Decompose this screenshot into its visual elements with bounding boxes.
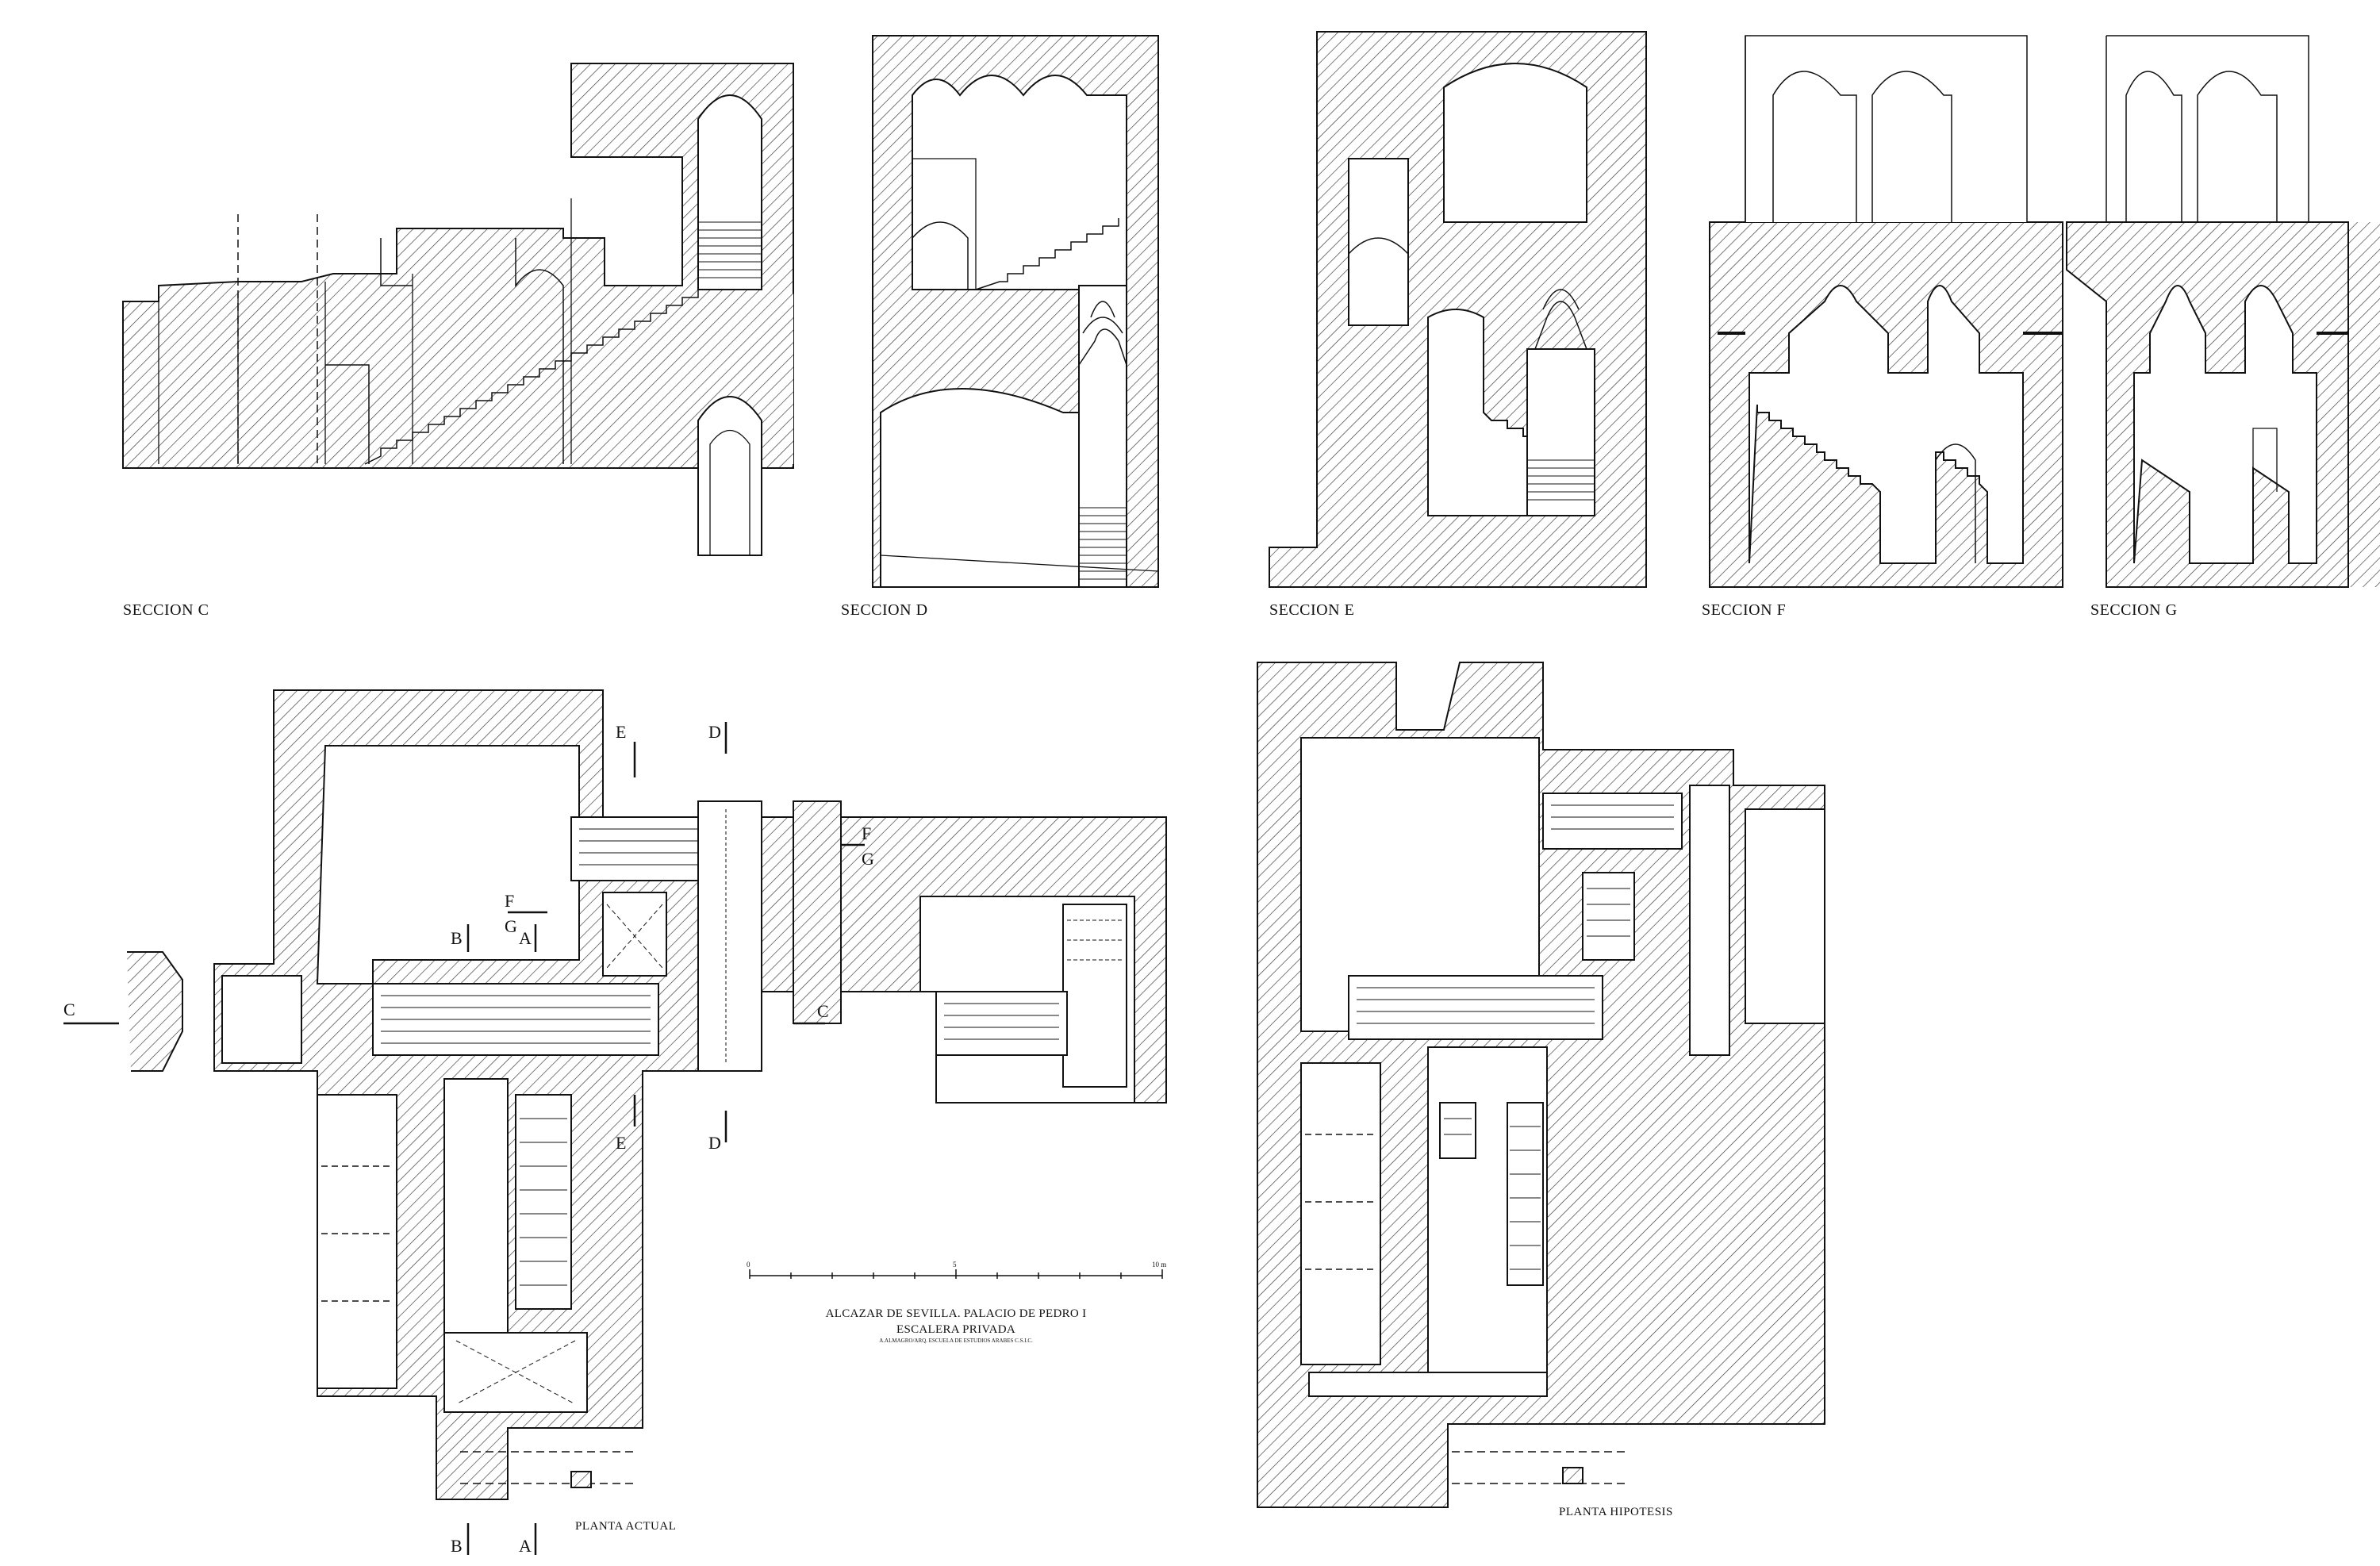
scale-tick-0: 0 <box>747 1261 750 1269</box>
cut-label-f-left: F <box>505 891 514 911</box>
section-d-drawing <box>872 35 1159 588</box>
section-e-drawing <box>1269 31 1647 588</box>
cut-label-a-bottom: A <box>519 1536 532 1556</box>
label-seccion-e: SECCION E <box>1269 601 1354 619</box>
cut-label-d-top: D <box>708 722 721 742</box>
cut-label-e-bottom: E <box>616 1133 626 1153</box>
cut-label-d-bottom: D <box>708 1133 721 1153</box>
title-credit: A.ALMAGRO/ARQ. ESCUELA DE ESTUDIOS ARABE… <box>879 1338 1033 1344</box>
cut-markers <box>63 722 865 1555</box>
label-planta-hipotesis: PLANTA HIPOTESIS <box>1559 1506 1673 1518</box>
title-line-2: ESCALERA PRIVADA <box>896 1323 1015 1336</box>
cut-label-b-top: B <box>451 928 463 948</box>
plan-hipotesis-drawing <box>1257 662 1825 1508</box>
label-planta-actual: PLANTA ACTUAL <box>575 1520 676 1533</box>
cut-label-c-left: C <box>63 1000 75 1019</box>
cut-label-c-right: C <box>817 1001 829 1021</box>
section-g-drawing <box>2063 35 2380 588</box>
cut-label-b-bottom: B <box>451 1536 463 1556</box>
title-line-1: ALCAZAR DE SEVILLA. PALACIO DE PEDRO I <box>826 1307 1087 1320</box>
scale-tick-5: 5 <box>953 1261 957 1269</box>
cut-label-g-left: G <box>505 916 517 936</box>
section-c-drawing <box>122 63 794 556</box>
scale-bar <box>749 1269 1163 1279</box>
cut-label-a-top: A <box>519 928 532 948</box>
scale-tick-10: 10 m <box>1152 1261 1166 1269</box>
section-f-drawing <box>1709 35 2063 588</box>
cut-label-e-top: E <box>616 722 626 742</box>
label-seccion-f: SECCION F <box>1702 601 1786 619</box>
label-seccion-d: SECCION D <box>841 601 928 619</box>
cut-label-g-right: G <box>862 849 874 869</box>
label-seccion-c: SECCION C <box>123 601 209 619</box>
cut-label-f-right: F <box>862 823 871 843</box>
label-seccion-g: SECCION G <box>2090 601 2178 619</box>
plan-actual-drawing <box>127 689 1167 1500</box>
